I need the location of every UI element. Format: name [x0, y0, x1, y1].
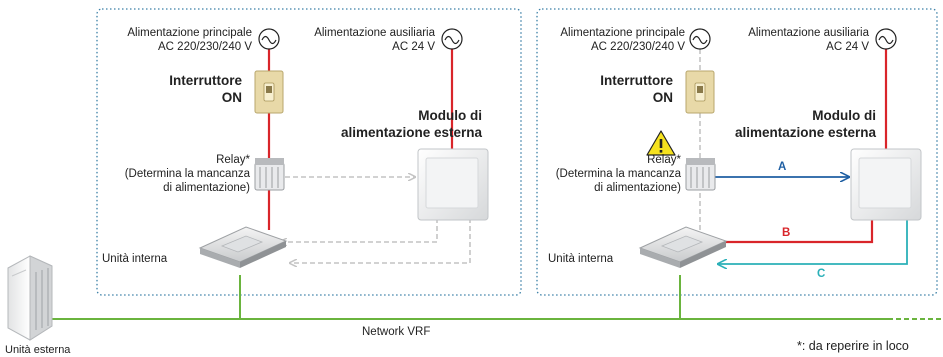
indoor-unit-label: Unità interna: [102, 253, 168, 265]
aux-power-title: Alimentazione ausiliaria: [748, 27, 869, 39]
switch-label: Interruttore ON: [169, 72, 242, 106]
relay-label: Relay* (Determina la mancanza di aliment…: [125, 153, 250, 195]
module-label-line1: Modulo di: [812, 108, 876, 123]
relay-label-line2: (Determina la mancanza: [555, 168, 681, 180]
indoor-cassette-icon: [638, 226, 728, 268]
relay-label-line1: Relay*: [647, 154, 681, 166]
connection-a-label: A: [778, 161, 787, 173]
connection-c-label: C: [817, 268, 826, 280]
module-label-line2: alimentazione esterna: [734, 125, 876, 140]
switch-label-line2: ON: [652, 90, 673, 105]
panel-right-border: [536, 8, 938, 296]
power-module-icon: [850, 148, 922, 221]
aux-power-voltage: AC 24 V: [826, 41, 869, 53]
relay-label-line2: (Determina la mancanza: [124, 168, 250, 180]
relay-label-line3: di alimentazione): [163, 182, 250, 194]
module-label: Modulo di alimentazione esterna: [341, 107, 482, 141]
main-power-title: Alimentazione principale: [560, 27, 685, 39]
main-power-label: Alimentazione principale AC 220/230/240 …: [127, 26, 252, 54]
relay-label-line3: di alimentazione): [594, 182, 681, 194]
indoor-cassette-icon: [198, 226, 288, 268]
connection-c-line: [718, 210, 908, 264]
ac-symbol-icon: [875, 28, 897, 50]
main-power-voltage: AC 220/230/240 V: [158, 41, 252, 53]
aux-power-label: Alimentazione ausiliaria AC 24 V: [748, 26, 869, 54]
switch-icon: [254, 70, 284, 114]
main-power-voltage: AC 220/230/240 V: [591, 41, 685, 53]
module-to-indoor-dashed-2: [290, 218, 471, 263]
ac-symbol-icon: [689, 28, 711, 50]
switch-label: Interruttore ON: [600, 72, 673, 106]
aux-power-label: Alimentazione ausiliaria AC 24 V: [314, 26, 435, 54]
main-power-title: Alimentazione principale: [127, 27, 252, 39]
switch-label-line1: Interruttore: [169, 73, 242, 88]
indoor-unit-label: Unità interna: [548, 253, 614, 265]
switch-label-line1: Interruttore: [600, 73, 673, 88]
outdoor-unit-label: Unità esterna: [5, 344, 71, 356]
outdoor-unit-icon: [7, 255, 53, 341]
footnote: *: da reperire in loco: [797, 339, 909, 353]
connection-b-line: [705, 220, 874, 244]
ac-symbol-icon: [441, 28, 463, 50]
network-label: Network VRF: [362, 326, 431, 338]
module-to-indoor-dashed-1: [280, 218, 438, 242]
module-label-line1: Modulo di: [418, 108, 482, 123]
relay-label-line1: Relay*: [216, 154, 250, 166]
ac-symbol-icon: [258, 28, 280, 50]
warning-icon: [646, 130, 676, 156]
module-label: Modulo di alimentazione esterna: [735, 107, 876, 141]
panel-left-border: [96, 8, 522, 296]
connection-b-label: B: [782, 227, 791, 239]
switch-label-line2: ON: [221, 90, 242, 105]
module-label-line2: alimentazione esterna: [340, 125, 482, 140]
main-power-label: Alimentazione principale AC 220/230/240 …: [560, 26, 685, 54]
power-module-icon: [417, 148, 489, 221]
relay-icon: [254, 158, 285, 191]
aux-power-voltage: AC 24 V: [392, 41, 435, 53]
relay-label: Relay* (Determina la mancanza di aliment…: [556, 153, 681, 195]
relay-icon: [685, 158, 716, 191]
switch-icon: [685, 70, 715, 114]
aux-power-title: Alimentazione ausiliaria: [314, 27, 435, 39]
